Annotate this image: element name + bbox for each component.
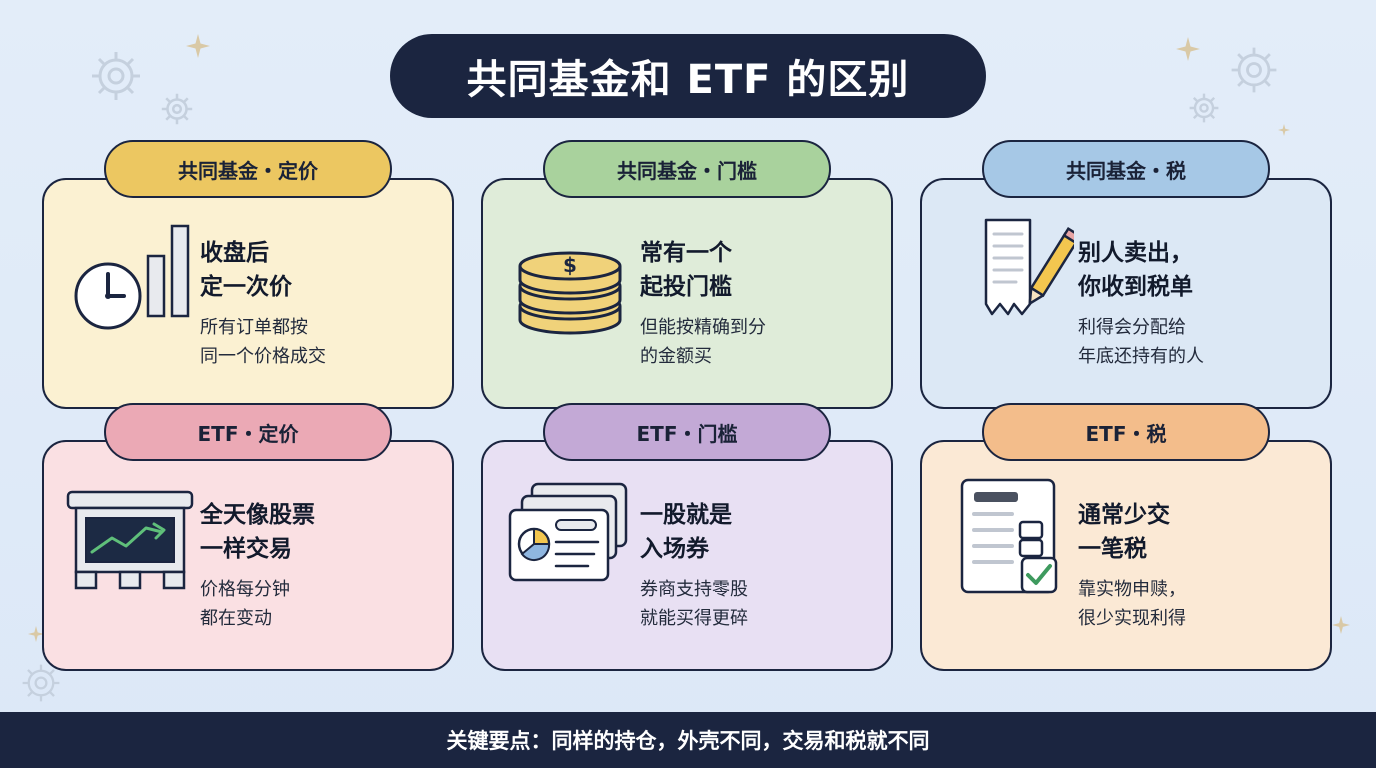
card-headline: 常有一个 起投门槛 xyxy=(640,240,732,300)
card-headline: 别人卖出， 你收到税单 xyxy=(1078,240,1193,300)
gear-icon xyxy=(92,52,140,100)
coin-stack-icon: $ xyxy=(518,251,622,335)
sparkle-icon xyxy=(1332,616,1350,634)
svg-text:$: $ xyxy=(563,253,577,277)
card-description: 利得会分配给 年底还持有的人 xyxy=(1078,317,1204,367)
gear-icon xyxy=(1231,47,1277,93)
card-headline: 全天像股票 一样交易 xyxy=(200,502,315,562)
card-description: 但能按精确到分 的金额买 xyxy=(640,317,766,367)
tag-mutual-fund-threshold: 共同基金・门槛 xyxy=(543,140,831,198)
tag-mutual-fund-tax: 共同基金・税 xyxy=(982,140,1270,198)
page-title: 共同基金和 ETF 的区别 xyxy=(390,34,986,118)
sparkle-icon xyxy=(1278,124,1290,136)
tag-etf-tax: ETF・税 xyxy=(982,403,1270,461)
checklist-icon xyxy=(960,478,1058,594)
card-description: 靠实物申赎， 很少实现利得 xyxy=(1078,579,1186,629)
card-description: 券商支持零股 就能买得更碎 xyxy=(640,579,748,629)
gear-icon xyxy=(1189,93,1219,123)
stock-ticker-icon xyxy=(66,490,194,590)
sparkle-icon xyxy=(28,626,44,642)
tag-etf-threshold: ETF・门槛 xyxy=(543,403,831,461)
gear-icon xyxy=(22,664,60,702)
card-headline: 收盘后 定一次价 xyxy=(200,240,292,300)
clock-chart-icon xyxy=(74,224,190,330)
ticket-cards-icon xyxy=(508,482,628,582)
receipt-pencil-icon xyxy=(984,218,1074,316)
card-description: 所有订单都按 同一个价格成交 xyxy=(200,317,326,367)
key-takeaway-banner: 关键要点：同样的持仓，外壳不同，交易和税就不同 xyxy=(0,712,1376,768)
tag-mutual-fund-pricing: 共同基金・定价 xyxy=(104,140,392,198)
sparkle-icon xyxy=(186,34,210,58)
sparkle-icon xyxy=(1176,37,1200,61)
card-headline: 通常少交 一笔税 xyxy=(1078,502,1170,562)
gear-icon xyxy=(161,93,193,125)
card-headline: 一股就是 入场券 xyxy=(640,502,732,562)
card-description: 价格每分钟 都在变动 xyxy=(200,579,290,629)
tag-etf-pricing: ETF・定价 xyxy=(104,403,392,461)
